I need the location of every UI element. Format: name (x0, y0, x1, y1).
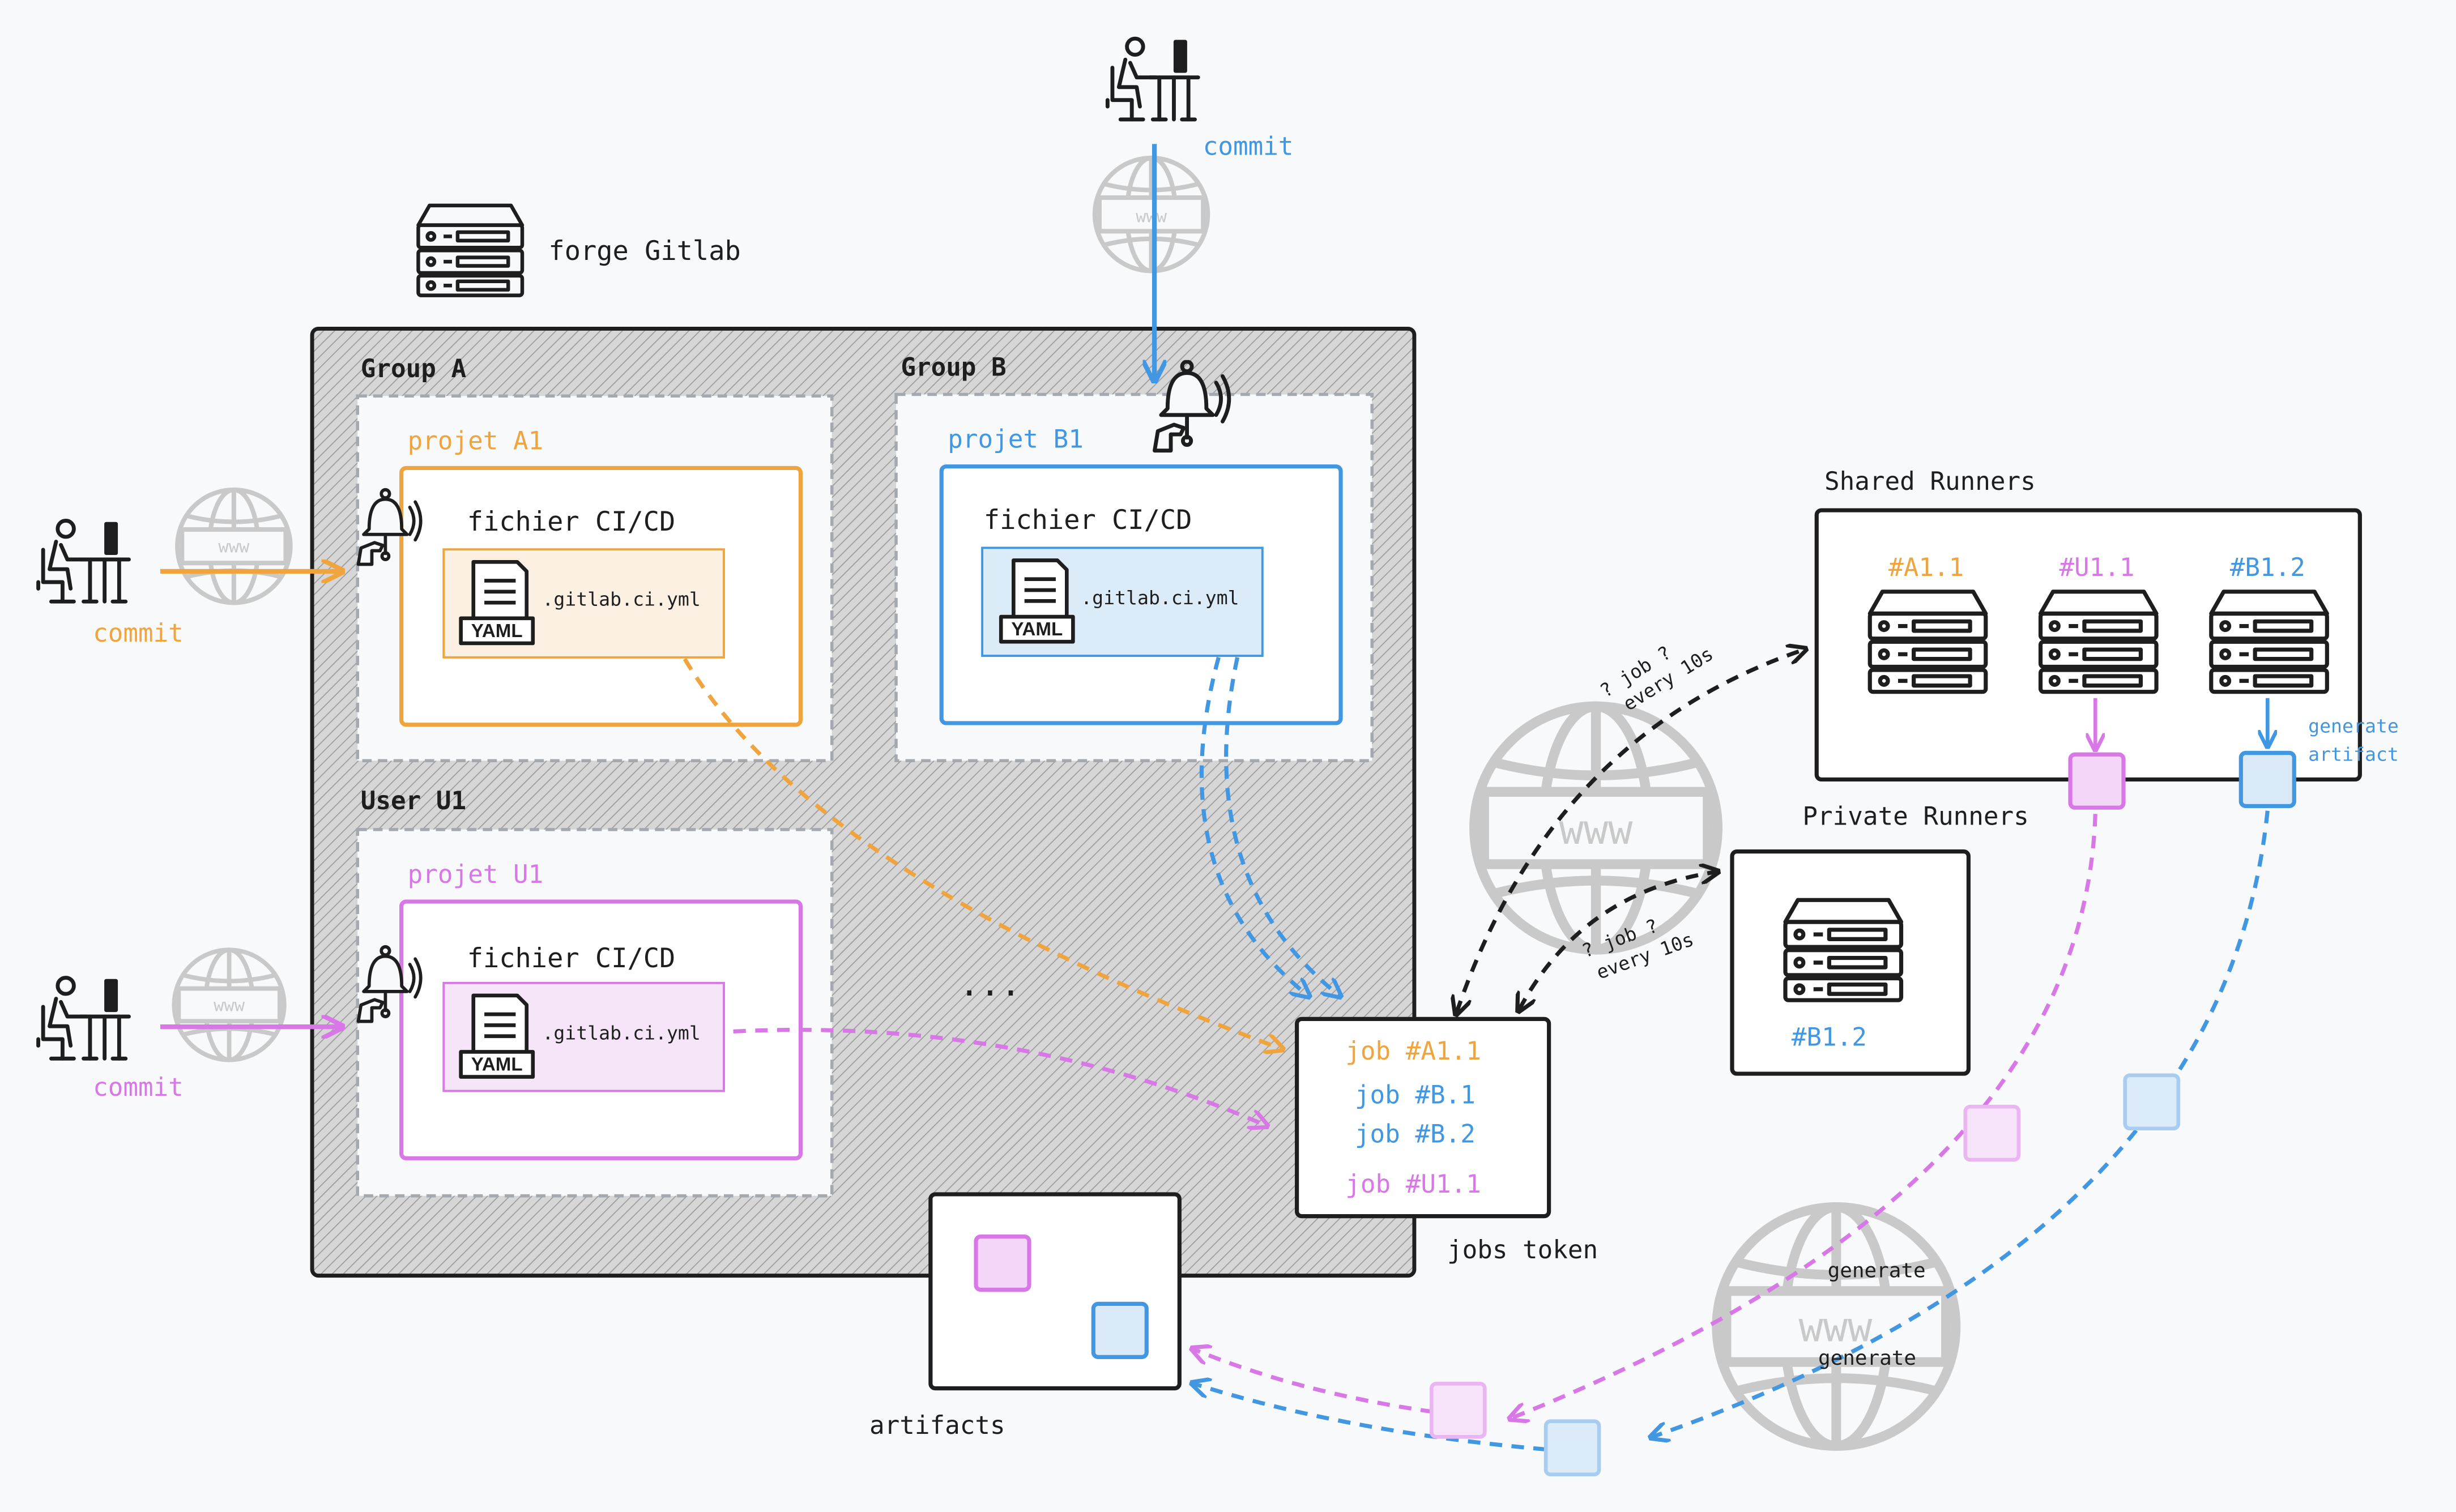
ellipsis: ... (959, 964, 1021, 1004)
person-at-desk-icon (39, 978, 129, 1059)
www-label: www (218, 537, 250, 557)
www-label: www (1799, 1304, 1873, 1351)
job-b-1: job #B.1 (1355, 1081, 1476, 1110)
artifact-pink (1963, 1104, 2021, 1162)
upload-flow-u1 (1511, 814, 2097, 1418)
ci-file-a1-name: .gitlab.ci.yml (542, 588, 700, 610)
project-a1-title: projet A1 (408, 426, 544, 455)
project-u1-title: projet U1 (408, 860, 544, 889)
www-label: www (1559, 806, 1634, 853)
group-a-title: Group A (361, 354, 466, 383)
www-label: www (214, 996, 245, 1016)
artifact-blue (2238, 750, 2296, 809)
jobs-token-label: jobs token (1447, 1236, 1598, 1265)
generate-artifact-label-1: generate (2308, 715, 2399, 737)
generate-artifact-label-2: artifact (2308, 743, 2399, 765)
person-at-desk-icon (39, 520, 129, 601)
artifact-pink (2068, 752, 2126, 810)
yaml-label: YAML (471, 1054, 523, 1075)
ci-file-u1-name: .gitlab.ci.yml (542, 1022, 700, 1044)
artifact-blue (1543, 1419, 1601, 1476)
jobs-token-box (1295, 1016, 1551, 1219)
artifacts-box (928, 1192, 1182, 1391)
person-at-desk-icon (1107, 39, 1198, 119)
shared-runner-a1: #A1.1 (1888, 553, 1964, 582)
commit-label-a: commit (93, 619, 184, 648)
ci-title-a1: fichier CI/CD (467, 506, 676, 537)
commit-label-u: commit (93, 1073, 184, 1102)
shared-runner-u1: #U1.1 (2059, 553, 2134, 582)
artifact-pink (974, 1234, 1031, 1292)
generate-label-2: generate (1818, 1347, 1916, 1370)
commit-label-top: commit (1203, 133, 1294, 161)
private-runners-box (1730, 849, 1971, 1076)
download-flow-b1 (1193, 1383, 1546, 1452)
shared-runner-b1: #B1.2 (2230, 553, 2305, 582)
artifact-blue (2123, 1073, 2181, 1131)
www-label: www (1136, 207, 1167, 227)
artifact-blue (1091, 1301, 1149, 1359)
project-b1-title: projet B1 (948, 425, 1084, 454)
generate-label-1: generate (1828, 1259, 1926, 1282)
server-rack-icon (418, 206, 522, 296)
ci-file-b1-name: .gitlab.ci.yml (1081, 587, 1239, 609)
user-u1-title: User U1 (361, 787, 466, 815)
private-runner-b1: #B1.2 (1792, 1023, 1867, 1052)
download-flow-u1 (1193, 1349, 1434, 1414)
ci-title-u1: fichier CI/CD (467, 943, 676, 974)
yaml-label: YAML (1011, 619, 1063, 640)
group-b-title: Group B (901, 353, 1006, 382)
private-runners-title: Private Runners (1802, 802, 2028, 831)
upload-flow-b1 (1652, 810, 2270, 1437)
poll-arrow-shared (1457, 650, 1805, 1013)
forge-label: forge Gitlab (548, 236, 740, 267)
flow-u1-to-jobs (733, 1028, 1266, 1126)
job-a1-1: job #A1.1 (1345, 1037, 1481, 1066)
ci-title-b1: fichier CI/CD (984, 505, 1192, 536)
artifact-pink (1430, 1382, 1487, 1439)
job-b-2: job #B.2 (1355, 1120, 1476, 1149)
shared-runners-title: Shared Runners (1824, 467, 2036, 496)
job-u1-1: job #U1.1 (1345, 1170, 1481, 1199)
yaml-label: YAML (471, 621, 523, 642)
shared-runners-box (1814, 508, 2362, 782)
artifacts-label: artifacts (869, 1411, 1005, 1440)
